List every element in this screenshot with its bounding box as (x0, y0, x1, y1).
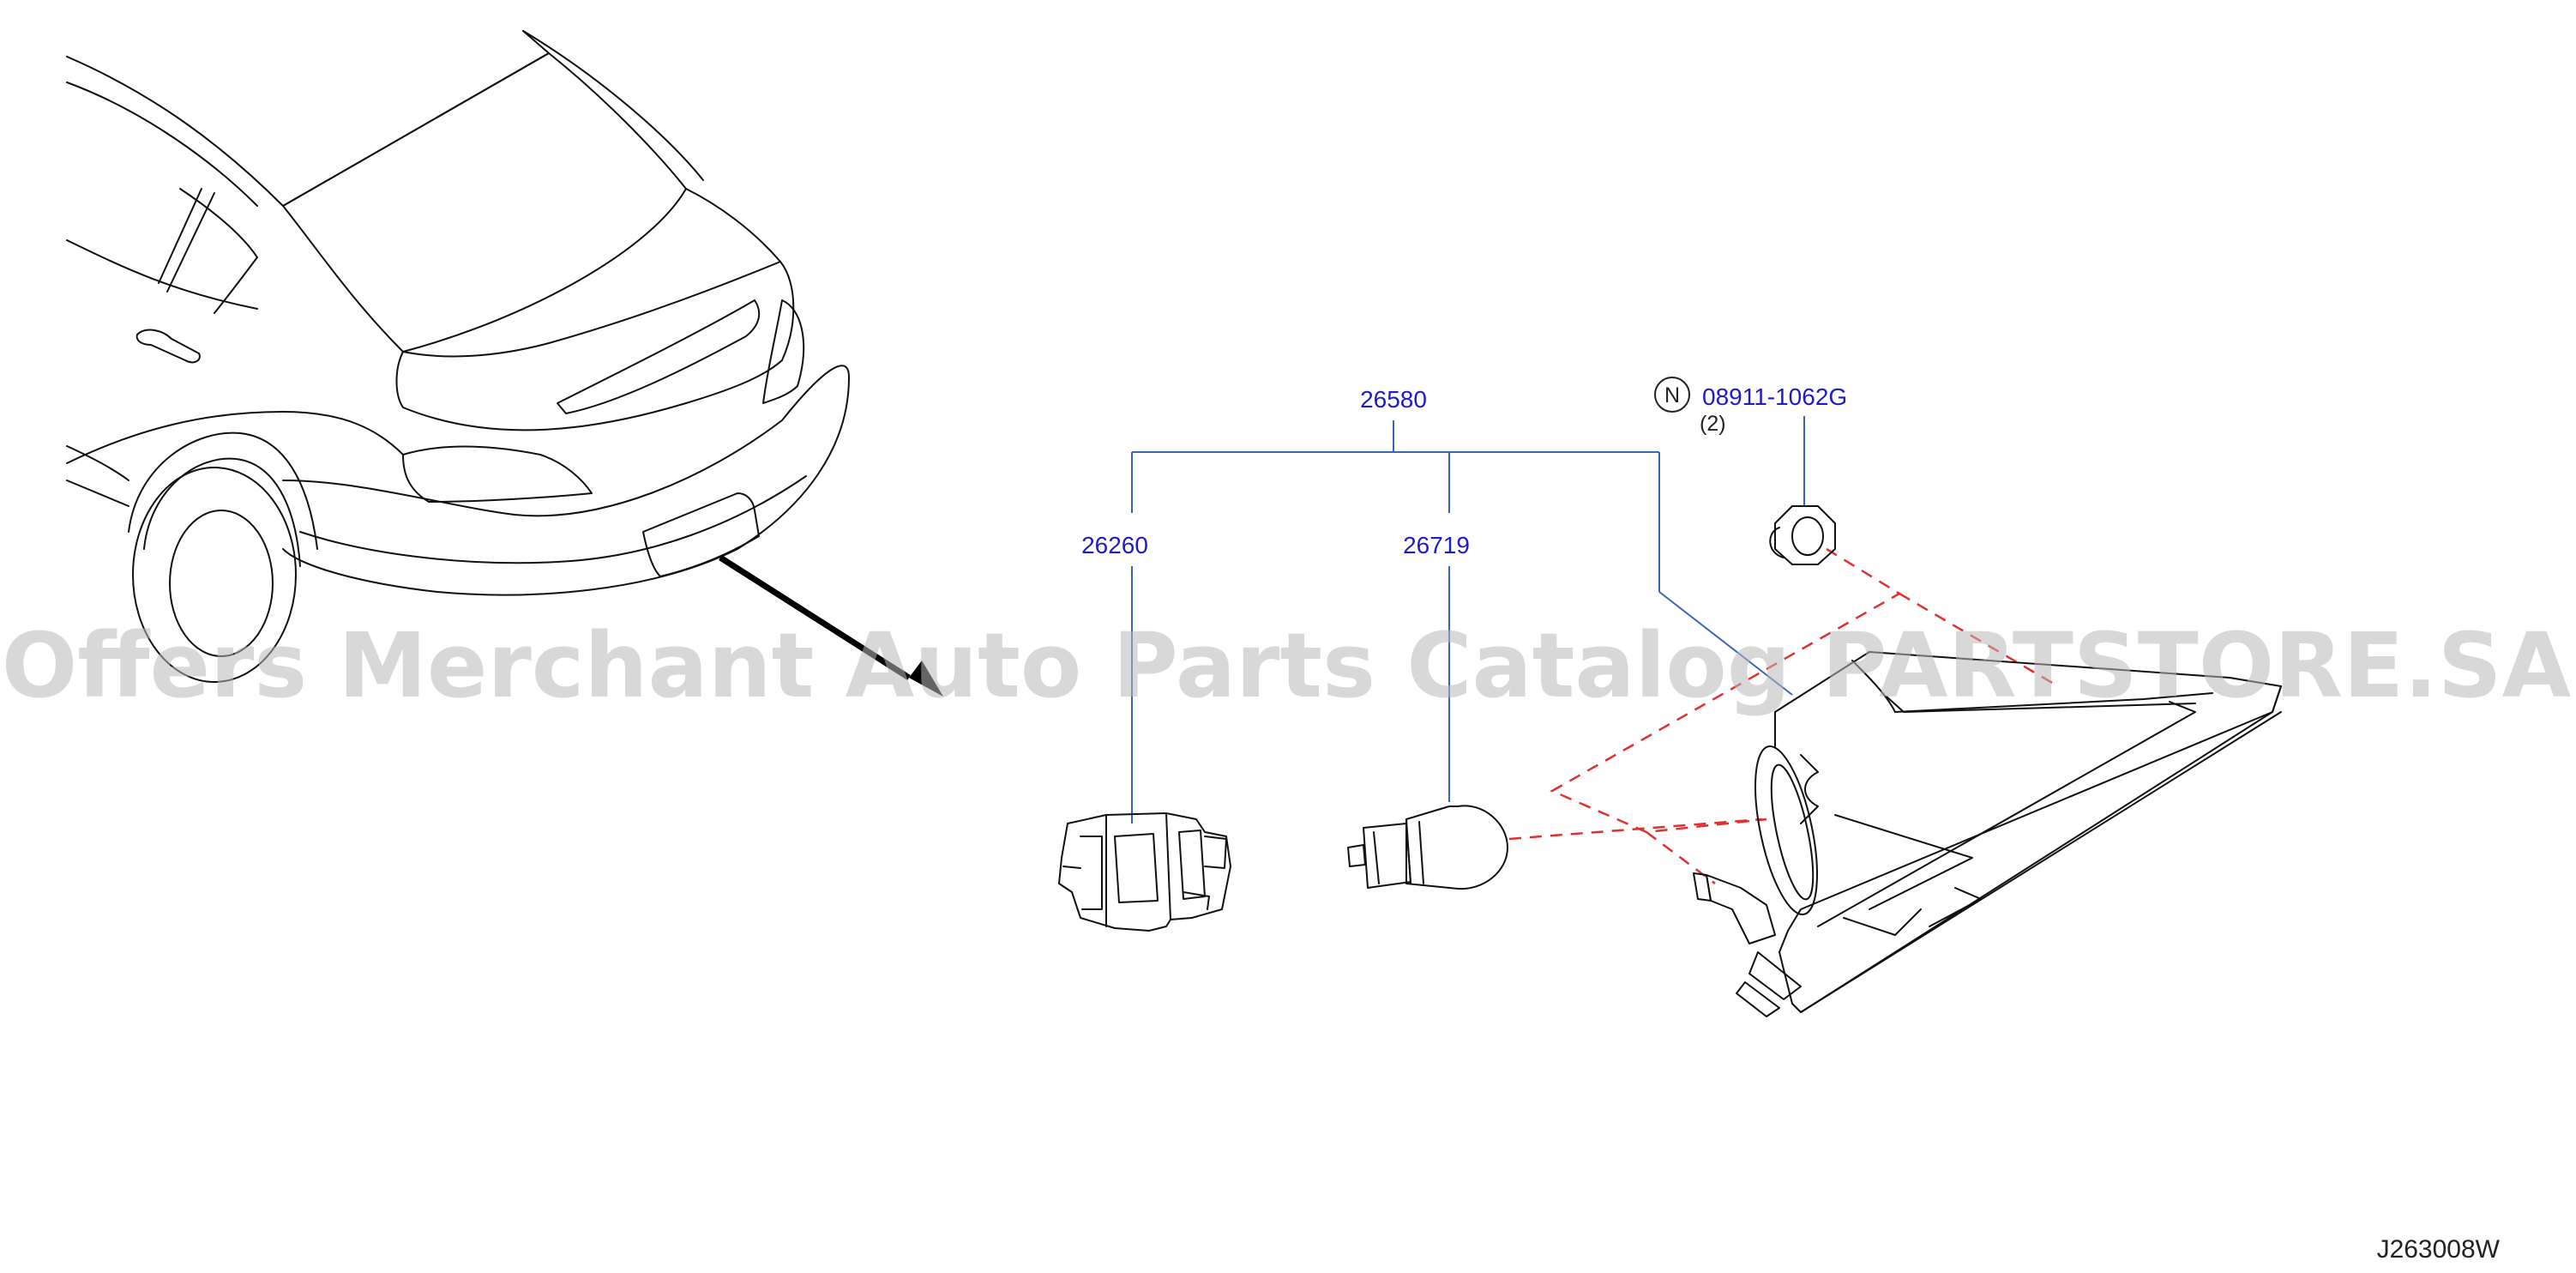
rear-lamp-assembly-drawing (1693, 651, 2282, 1017)
part-label-socket[interactable]: 26260 (1081, 532, 1148, 558)
part-quantity-nut: (2) (1700, 412, 1726, 436)
car-rear-illustration (66, 30, 850, 683)
location-arrow (719, 555, 943, 697)
part-label-nut[interactable]: 08911-1062G (1702, 383, 1847, 410)
bulb-part-drawing (1347, 805, 1508, 890)
part-label-assembly[interactable]: 26580 (1360, 386, 1427, 413)
note-n-circle (1654, 377, 1690, 413)
nut-part-drawing (1769, 505, 1836, 565)
socket-part-drawing (1058, 812, 1231, 932)
part-label-bulb[interactable]: 26719 (1403, 532, 1470, 558)
watermark-text: Offers Merchant Auto Parts Catalog PARTS… (2, 613, 2571, 718)
assembly-dashed-lines (1508, 547, 2059, 884)
leader-lines (1131, 416, 1805, 824)
diagram-code: J263008W (2377, 1235, 2501, 1264)
note-n-symbol: N (1664, 383, 1680, 407)
